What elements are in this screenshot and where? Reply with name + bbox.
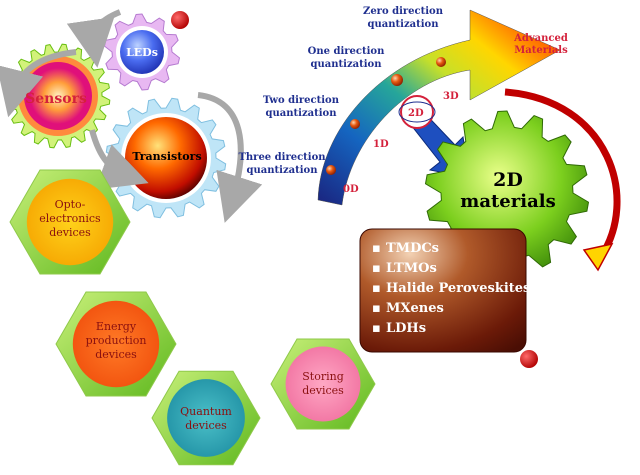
- device-energy-line3: devices: [95, 348, 137, 361]
- transistors-label: Transistors: [132, 150, 201, 163]
- device-hexagons: [9, 169, 376, 466]
- advanced-line1: Advanced: [513, 33, 568, 44]
- cycle-arrowhead-right: [582, 242, 614, 272]
- center-title-line1: 2D: [493, 169, 523, 191]
- ball-2d-marker: [391, 74, 403, 86]
- hex-quantum-disc: [167, 379, 245, 457]
- materials-bullet: ▪: [372, 241, 381, 256]
- advanced-line2: Materials: [514, 45, 568, 56]
- ball-0d: [326, 165, 336, 175]
- three-direction-line1: Three direction: [238, 152, 326, 163]
- three-direction-line2: quantization: [247, 165, 319, 176]
- one-direction-line1: One direction: [308, 46, 385, 57]
- leds-core: [120, 30, 164, 74]
- dim-0d: 0D: [343, 184, 359, 195]
- red-dot-bottom: [520, 350, 538, 368]
- materials-item: LDHs: [386, 321, 426, 336]
- two-direction-line2: quantization: [266, 108, 338, 119]
- device-quantum-line1: Quantum: [180, 405, 232, 418]
- hex-storing-disc: [285, 346, 361, 422]
- hex-opto-disc: [26, 178, 114, 266]
- ball-3d: [436, 57, 446, 67]
- dim-3d: 3D: [443, 91, 459, 102]
- materials-box: [359, 228, 527, 353]
- grey-arrow-4: [89, 129, 149, 190]
- materials-bullet: ▪: [372, 301, 381, 316]
- sensors-label: Sensors: [25, 91, 87, 107]
- grey-arrow-3: [197, 92, 263, 223]
- materials-bullet: ▪: [372, 281, 381, 296]
- red-dot-top: [171, 11, 189, 29]
- device-energy-line2: production: [86, 334, 147, 347]
- materials-bullet: ▪: [372, 261, 381, 276]
- sensors-core: [30, 68, 86, 124]
- dim-1d: 1D: [373, 139, 389, 150]
- materials-bullet: ▪: [372, 321, 381, 336]
- dimension-arrow: [317, 9, 561, 206]
- device-opto-line2: electronics: [39, 212, 101, 225]
- grey-arrow-2: [0, 49, 77, 118]
- one-direction-line2: quantization: [311, 59, 383, 70]
- device-opto-line1: Opto-: [55, 198, 86, 211]
- zero-direction-line1: Zero direction: [363, 6, 444, 17]
- device-storing-line1: Storing: [302, 370, 343, 383]
- device-energy-line1: Energy: [96, 320, 137, 333]
- leds-label: LEDs: [126, 46, 158, 59]
- cycle-arrow-right: [504, 88, 621, 260]
- dim-2d: 2D: [408, 108, 424, 119]
- circle-2d: [400, 95, 434, 129]
- materials-item: LTMOs: [386, 261, 437, 276]
- ball-1d: [350, 119, 360, 129]
- device-quantum-line2: devices: [185, 419, 227, 432]
- materials-item: Halide Peroveskites: [386, 281, 530, 296]
- center-title-line2: materials: [460, 191, 555, 212]
- grey-arrow-1: [66, 9, 122, 68]
- zero-direction-line2: quantization: [368, 19, 440, 30]
- materials-list: ▪ TMDCs ▪ LTMOs ▪ Halide Peroveskites ▪ MXenes ▪…: [372, 241, 530, 336]
- circle-2d-ring: [398, 101, 436, 123]
- materials-item: TMDCs: [386, 241, 439, 256]
- materials-item: MXenes: [386, 301, 444, 316]
- device-storing-line2: devices: [302, 384, 344, 397]
- device-opto-line3: devices: [49, 226, 91, 239]
- hex-energy-disc: [72, 300, 160, 388]
- two-direction-line1: Two direction: [263, 95, 340, 106]
